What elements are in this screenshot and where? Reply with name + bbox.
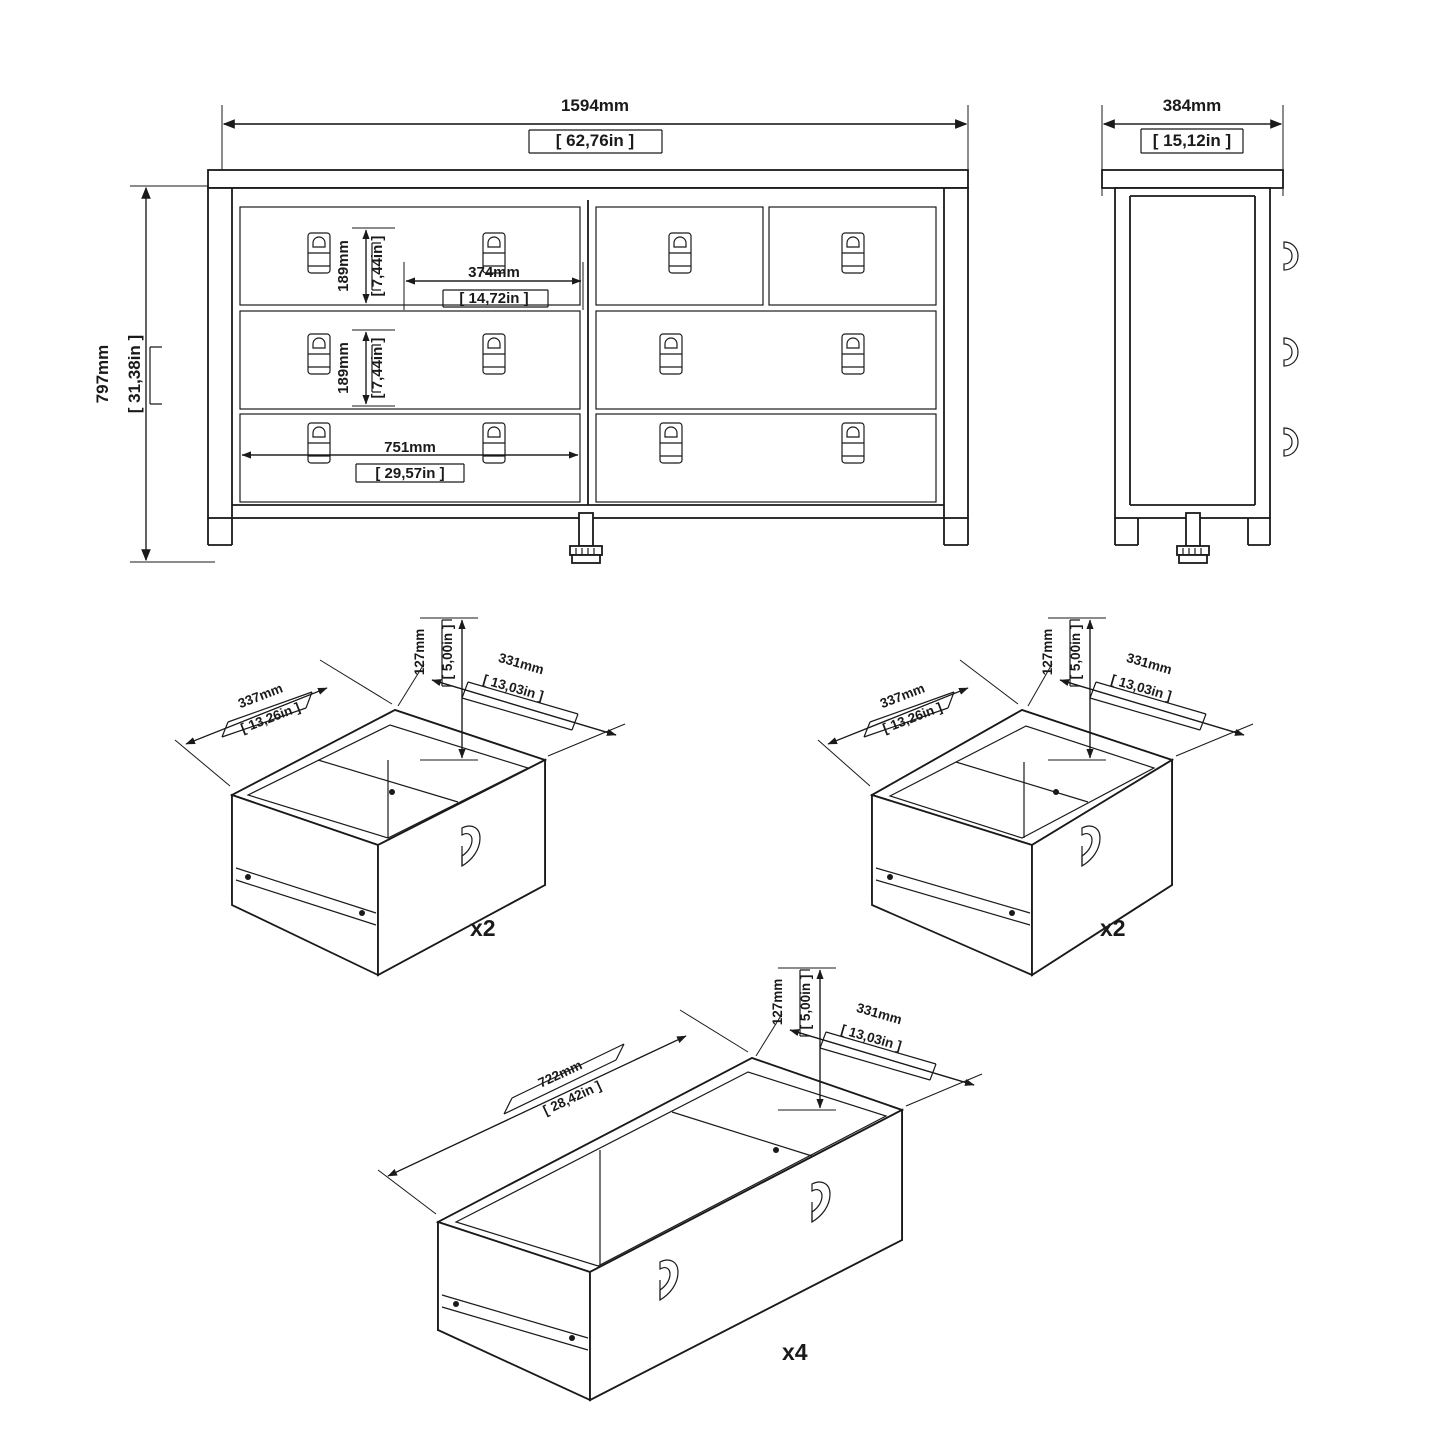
front-drawer-height-2-in: [ 7,44in ] bbox=[369, 338, 386, 399]
handle-icons-front bbox=[307, 232, 865, 464]
drawer-left-width-in: [ 13,03in ] bbox=[481, 672, 545, 704]
small-drawer-right-view: 337mm [ 13,26in ] 331mm [ 13,03in ] 127m… bbox=[817, 617, 1254, 977]
large-drawer-width-dimension bbox=[239, 437, 581, 480]
wide-drawer-height-mm: 127mm bbox=[770, 979, 785, 1026]
large-drawer-width-mm: 751mm bbox=[384, 439, 436, 456]
wide-drawer-view: 722mm [ 28,42in ] 331mm [ 13,03in ] 127m… bbox=[377, 967, 983, 1402]
drawer-right-height-in: [ 5,00in ] bbox=[1068, 625, 1083, 680]
drawer-right-depth-dimension bbox=[817, 659, 1019, 787]
drawer-left-height-mm: 127mm bbox=[412, 629, 427, 676]
wide-drawer-handle-icon-1 bbox=[811, 1181, 831, 1224]
drawer-right-height-dimension bbox=[1048, 617, 1106, 761]
front-width-in: [ 62,76in ] bbox=[556, 131, 634, 150]
front-height-dimension bbox=[130, 185, 215, 563]
small-drawer-width-mm: 374mm bbox=[468, 264, 520, 281]
wide-drawer-handle-icon-2 bbox=[659, 1259, 679, 1302]
drawer-left-width-mm: 331mm bbox=[497, 650, 546, 677]
side-foot bbox=[1176, 512, 1210, 564]
front-elevation-view: 1594mm [ 62,76in ] 797mm [ 31,38in ] bbox=[93, 96, 969, 564]
side-body bbox=[1101, 169, 1299, 564]
side-depth-mm: 384mm bbox=[1163, 96, 1222, 115]
side-handle-icons bbox=[1283, 241, 1299, 457]
wide-drawer-depth-mm: 331mm bbox=[855, 1000, 904, 1027]
front-width-dimension bbox=[221, 105, 969, 200]
drawer-left-handle-icon bbox=[461, 825, 481, 868]
drawer-left-quantity: x2 bbox=[470, 915, 496, 941]
cabinet-body bbox=[207, 169, 969, 564]
drawer-right-box bbox=[869, 709, 1175, 977]
wide-drawer-box bbox=[435, 1057, 905, 1402]
wide-drawer-quantity: x4 bbox=[782, 1339, 808, 1365]
wide-drawer-height-dimension bbox=[778, 967, 836, 1111]
drawer-left-height-in: [ 5,00in ] bbox=[440, 625, 455, 680]
front-drawer-height-1-dimension bbox=[352, 227, 395, 306]
front-drawer-height-2-dimension bbox=[352, 329, 395, 407]
large-drawer-width-in: [ 29,57in ] bbox=[375, 465, 444, 482]
drawer-left-width-dimension bbox=[397, 663, 626, 757]
drawer-right-width-mm: 331mm bbox=[1125, 650, 1174, 677]
wide-drawer-width-mm: 722mm bbox=[536, 1057, 585, 1090]
drawer-right-width-dimension bbox=[1027, 663, 1254, 757]
side-elevation-view: 384mm [ 15,12in ] bbox=[1101, 96, 1299, 564]
small-drawer-left-view: 337mm [ 13,26in ] 331mm [ 13,03in ] 127m… bbox=[174, 617, 626, 977]
front-drawer-height-1-mm: 189mm bbox=[335, 240, 352, 292]
drawer-left-height-dimension bbox=[420, 617, 478, 761]
small-drawer-width-in: [ 14,72in ] bbox=[459, 290, 528, 307]
wide-drawer-depth-dimension bbox=[755, 1013, 983, 1107]
drawer-right-width-in: [ 13,03in ] bbox=[1109, 672, 1173, 704]
front-width-mm: 1594mm bbox=[561, 96, 629, 115]
wide-drawer-height-in: [ 5,00in ] bbox=[798, 975, 813, 1030]
drawer-left-depth-dimension bbox=[174, 659, 393, 787]
small-drawer-width-dimension bbox=[403, 262, 584, 310]
drawer-left-box bbox=[229, 709, 548, 977]
wide-drawer-depth-in: [ 13,03in ] bbox=[839, 1022, 903, 1054]
drawer-right-height-mm: 127mm bbox=[1040, 629, 1055, 676]
front-drawer-height-2-mm: 189mm bbox=[335, 342, 352, 394]
drawer-right-quantity: x2 bbox=[1100, 915, 1126, 941]
wide-drawer-width-dimension bbox=[377, 1009, 749, 1215]
front-height-mm: 797mm bbox=[93, 345, 112, 404]
front-drawer-height-1-in: [ 7,44in ] bbox=[369, 236, 386, 297]
cabinet-foot bbox=[569, 512, 603, 564]
drawer-right-handle-icon bbox=[1081, 825, 1101, 868]
side-depth-in: [ 15,12in ] bbox=[1153, 131, 1231, 150]
front-height-in: [ 31,38in ] bbox=[125, 335, 144, 413]
